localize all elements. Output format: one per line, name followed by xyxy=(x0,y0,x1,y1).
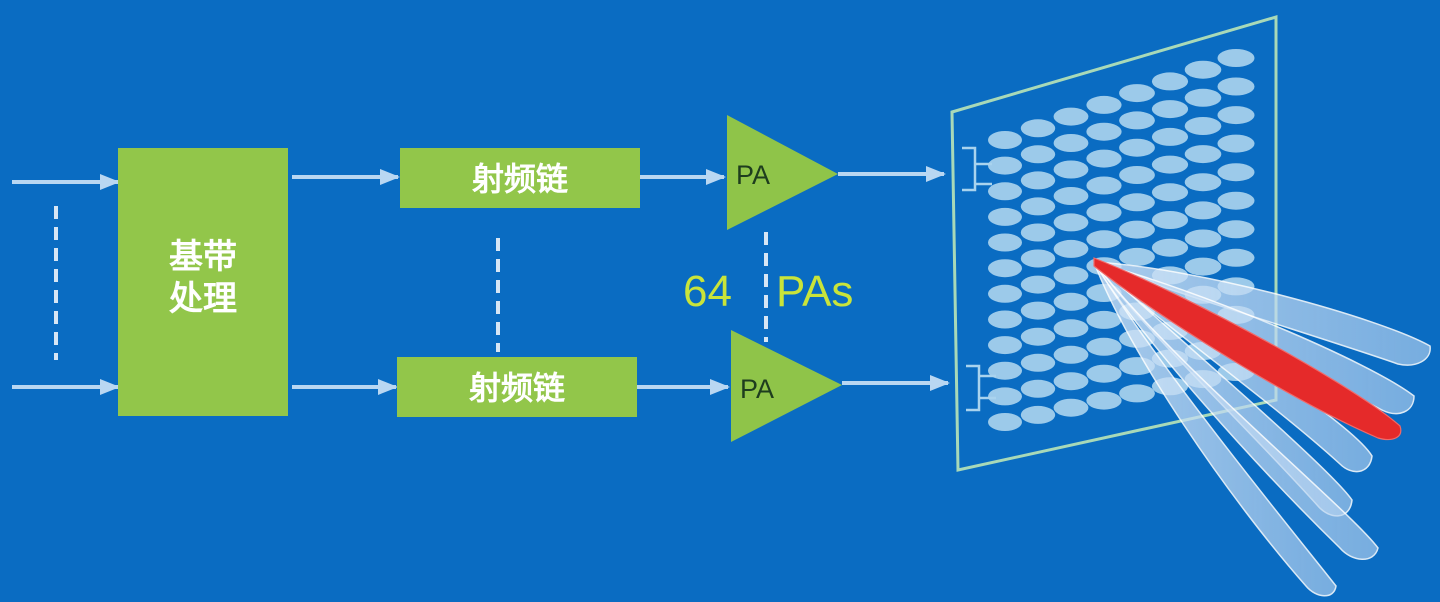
antenna-element xyxy=(1053,345,1089,364)
antenna-element xyxy=(1053,213,1089,232)
antenna-element xyxy=(1053,292,1089,311)
baseband-label-line1: 基带 xyxy=(169,237,237,277)
antenna-element xyxy=(988,361,1022,380)
antenna-element xyxy=(1217,106,1255,125)
antenna-element xyxy=(1020,327,1056,346)
antenna-element xyxy=(1086,176,1122,195)
baseband-label-line2: 处理 xyxy=(168,279,237,319)
antenna-element xyxy=(1086,95,1122,114)
antenna-element xyxy=(988,131,1022,149)
antenna-element xyxy=(1151,100,1189,119)
antenna-element xyxy=(1119,111,1155,130)
antenna-element xyxy=(1020,145,1056,164)
beam-main-lobe xyxy=(1093,257,1402,441)
antenna-element xyxy=(1020,119,1056,138)
antenna-element xyxy=(1086,364,1122,383)
antenna-element xyxy=(1086,203,1122,222)
antenna-element xyxy=(1119,193,1155,212)
antenna-element xyxy=(1086,149,1122,168)
antenna-element xyxy=(1020,171,1056,190)
antenna-element xyxy=(1217,77,1255,96)
antenna-element xyxy=(1020,301,1056,320)
antenna-element xyxy=(1184,145,1222,164)
antenna-element xyxy=(1053,107,1089,126)
pa-count-number: 64 xyxy=(683,267,732,316)
pa-top-label: PA xyxy=(736,160,770,190)
antenna-element xyxy=(1151,155,1189,174)
antenna-element xyxy=(1053,372,1089,391)
antenna-element xyxy=(1119,84,1155,103)
antenna-element xyxy=(988,207,1022,226)
antenna-element xyxy=(1119,247,1155,266)
antenna-element xyxy=(1053,160,1089,179)
antenna-element xyxy=(1151,72,1189,91)
antenna-element xyxy=(1053,398,1089,417)
antenna-element xyxy=(1151,183,1189,202)
antenna-element xyxy=(988,259,1022,278)
rf-chain-bottom-label: 射频链 xyxy=(468,369,565,407)
antenna-element xyxy=(1184,229,1222,248)
antenna-element xyxy=(1119,138,1155,157)
pa-amplifier-top: PA xyxy=(727,115,838,230)
antenna-element xyxy=(988,182,1022,201)
antenna-element xyxy=(1053,187,1089,205)
antenna-element xyxy=(1086,337,1122,356)
antenna-element xyxy=(1086,230,1122,249)
antenna-element xyxy=(1151,238,1189,257)
antenna-element xyxy=(988,336,1022,355)
beam-pattern xyxy=(1093,257,1431,597)
pa-amplifier-bottom: PA xyxy=(731,330,842,442)
pa-count-unit: PAs xyxy=(776,267,853,316)
antenna-element xyxy=(1053,134,1089,152)
antenna-element xyxy=(1217,220,1255,239)
antenna-element xyxy=(1217,191,1255,210)
feed-bracket-top xyxy=(962,146,977,192)
antenna-element xyxy=(1020,249,1056,268)
antenna-element xyxy=(1119,220,1155,239)
antenna-element xyxy=(1184,173,1222,192)
antenna-element xyxy=(1086,310,1122,329)
antenna-element xyxy=(1020,405,1056,424)
antenna-element xyxy=(1184,201,1222,220)
antenna-element xyxy=(1086,391,1122,410)
feed-bracket-bottom xyxy=(966,364,981,412)
antenna-element xyxy=(1020,223,1056,242)
antenna-element xyxy=(1184,117,1222,135)
antenna-element xyxy=(1053,266,1089,285)
antenna-element xyxy=(1217,248,1255,267)
rf-chain-top: 射频链 xyxy=(400,148,640,208)
antenna-element xyxy=(988,310,1022,329)
beam-lobe-5 xyxy=(1093,261,1379,560)
antenna-element xyxy=(1184,257,1222,276)
antenna-element xyxy=(1020,275,1056,294)
antenna-element xyxy=(1020,353,1056,372)
antenna-element xyxy=(1217,134,1255,153)
antenna-element xyxy=(1184,60,1222,79)
antenna-element xyxy=(988,233,1022,252)
antenna-element xyxy=(1151,127,1189,146)
antenna-element xyxy=(988,284,1022,303)
antenna-element xyxy=(1020,197,1056,216)
antenna-element xyxy=(1217,49,1255,67)
antenna-element xyxy=(988,387,1022,406)
antenna-element xyxy=(1053,239,1089,258)
antenna-element xyxy=(1086,122,1122,141)
antenna-element xyxy=(1151,211,1189,229)
antenna-element xyxy=(1119,384,1155,403)
baseband-block: 基带 处理 xyxy=(118,148,288,416)
antenna-element xyxy=(988,413,1022,431)
antenna-element xyxy=(1020,379,1056,398)
antenna-element xyxy=(1119,166,1155,184)
antenna-element xyxy=(988,156,1022,175)
rf-chain-top-label: 射频链 xyxy=(471,160,568,198)
antenna-element xyxy=(1053,319,1089,338)
rf-chain-bottom: 射频链 xyxy=(397,357,637,417)
antenna-element xyxy=(1184,88,1222,107)
antenna-element xyxy=(1217,163,1255,182)
pa-bottom-label: PA xyxy=(740,374,774,404)
beam-lobe-6 xyxy=(1093,261,1337,597)
